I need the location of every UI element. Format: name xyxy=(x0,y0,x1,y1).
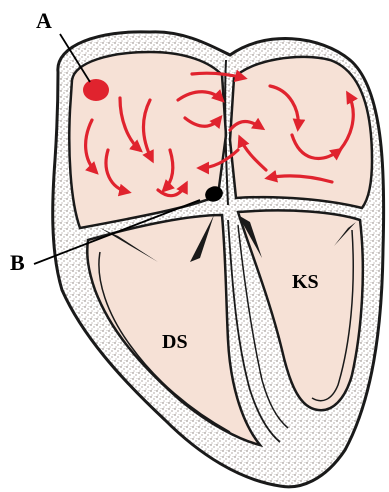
label-a: A xyxy=(36,8,52,33)
right-atrium xyxy=(69,52,226,228)
label-left-ventricle: KS xyxy=(292,271,319,293)
label-right-ventricle: DS xyxy=(162,331,188,353)
label-b: B xyxy=(10,250,25,275)
node-a-icon xyxy=(83,79,109,101)
